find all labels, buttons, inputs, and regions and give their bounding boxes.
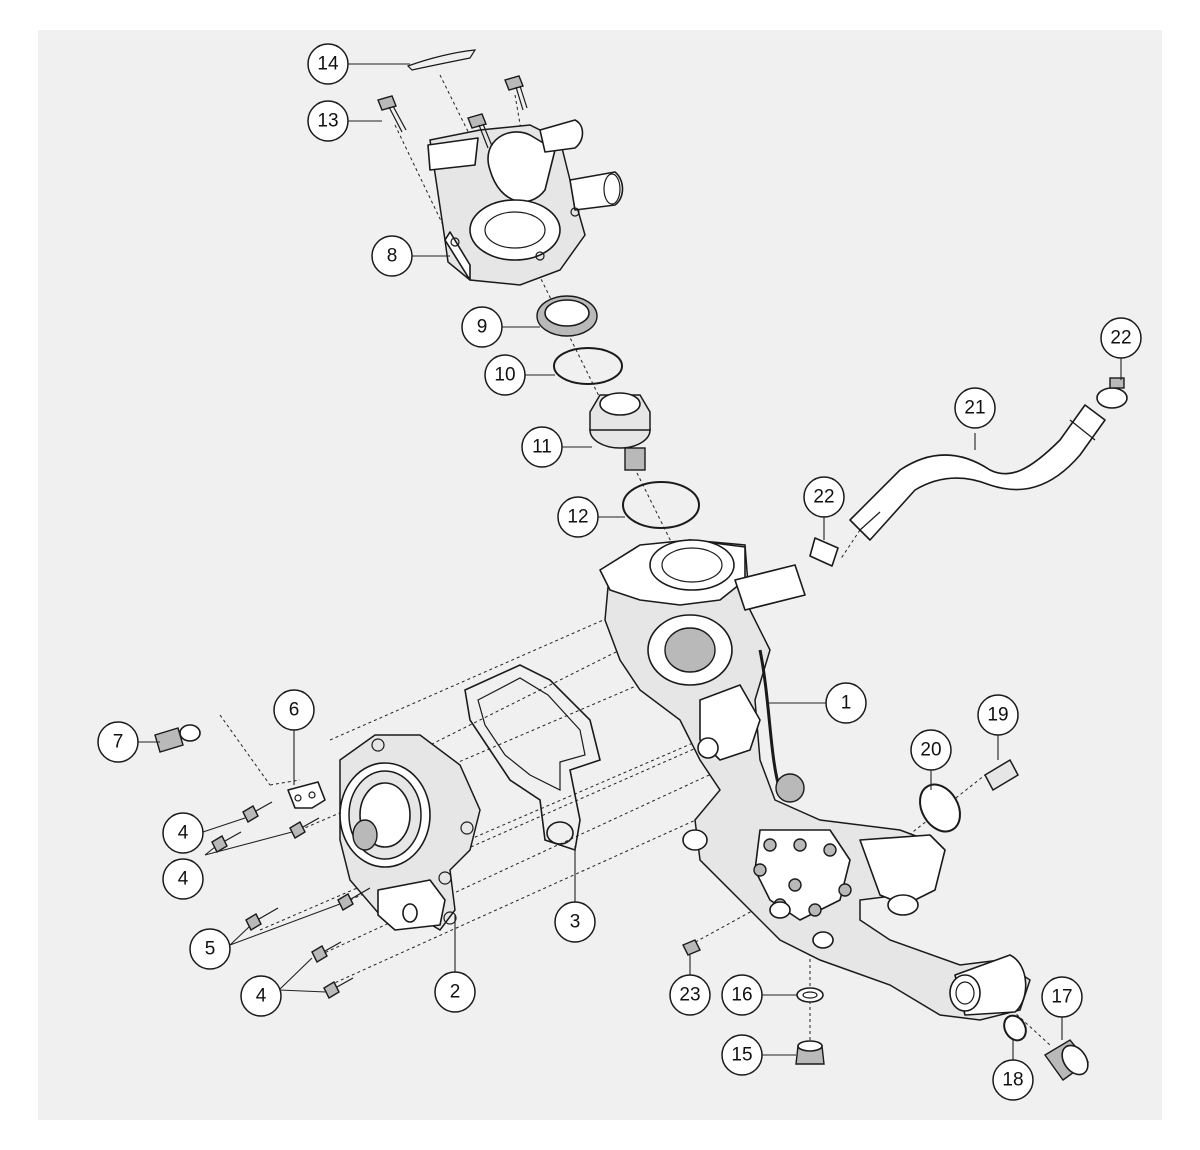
callout-22-middle: 22 xyxy=(803,476,845,518)
water-pump xyxy=(339,734,481,931)
mounting-bracket xyxy=(287,781,326,809)
svg-text:22: 22 xyxy=(813,487,834,508)
thermostat-housing xyxy=(427,119,624,286)
svg-text:10: 10 xyxy=(494,365,515,386)
connector-clip xyxy=(154,724,201,753)
callout-4-upper: 4 xyxy=(162,812,204,854)
plugs-and-seals xyxy=(682,758,1090,1081)
o-ring-upper xyxy=(553,347,623,385)
callout-19: 19 xyxy=(977,694,1019,736)
callout-10: 10 xyxy=(484,354,526,396)
svg-text:4: 4 xyxy=(256,986,267,1007)
callout-5: 5 xyxy=(189,928,231,970)
screws xyxy=(211,801,371,999)
callout-4-lower: 4 xyxy=(240,975,282,1017)
o-ring-lower xyxy=(622,481,700,529)
callout-23: 23 xyxy=(669,974,711,1016)
hose-clamps xyxy=(809,377,1128,567)
svg-text:11: 11 xyxy=(532,437,552,458)
callout-14: 14 xyxy=(307,43,349,85)
svg-text:13: 13 xyxy=(317,111,338,132)
svg-text:16: 16 xyxy=(731,985,752,1006)
callout-18: 18 xyxy=(992,1059,1034,1101)
svg-text:3: 3 xyxy=(570,912,581,933)
callout-3: 3 xyxy=(554,901,596,943)
svg-text:12: 12 xyxy=(567,507,588,528)
svg-text:4: 4 xyxy=(178,823,189,844)
svg-text:6: 6 xyxy=(289,700,300,721)
pump-housing xyxy=(599,539,1031,1021)
svg-text:7: 7 xyxy=(113,732,124,753)
callout-8: 8 xyxy=(371,235,413,277)
callout-20: 20 xyxy=(910,729,952,771)
callout-1: 1 xyxy=(825,682,867,724)
callout-13: 13 xyxy=(307,100,349,142)
svg-text:20: 20 xyxy=(920,740,941,761)
callout-11: 11 xyxy=(521,426,563,468)
pump-gasket xyxy=(464,664,601,852)
svg-text:21: 21 xyxy=(964,398,985,419)
callout-17: 17 xyxy=(1041,976,1083,1018)
callout-15: 15 xyxy=(721,1034,763,1076)
svg-text:22: 22 xyxy=(1110,328,1131,349)
callout-22-right: 22 xyxy=(1100,317,1142,359)
svg-text:19: 19 xyxy=(987,705,1008,726)
housing-seal xyxy=(536,295,598,337)
thermostat xyxy=(589,392,651,471)
callout-7: 7 xyxy=(97,721,139,763)
svg-text:15: 15 xyxy=(731,1045,752,1066)
svg-text:8: 8 xyxy=(387,246,398,267)
svg-text:23: 23 xyxy=(679,985,700,1006)
svg-text:9: 9 xyxy=(477,317,488,338)
leader-lines xyxy=(138,63,1122,1060)
svg-text:18: 18 xyxy=(1002,1070,1023,1091)
svg-text:17: 17 xyxy=(1051,987,1072,1008)
callout-4-middle: 4 xyxy=(162,858,204,900)
callout-9: 9 xyxy=(461,306,503,348)
callout-12: 12 xyxy=(557,496,599,538)
svg-text:2: 2 xyxy=(450,982,461,1003)
callout-16: 16 xyxy=(721,974,763,1016)
callout-21: 21 xyxy=(954,387,996,429)
svg-text:1: 1 xyxy=(841,693,852,714)
svg-text:14: 14 xyxy=(317,54,339,75)
retaining-clip xyxy=(406,49,477,71)
coolant-hose xyxy=(849,404,1106,541)
callout-2: 2 xyxy=(434,971,476,1013)
callout-6: 6 xyxy=(273,689,315,731)
svg-text:5: 5 xyxy=(205,939,216,960)
svg-text:4: 4 xyxy=(178,869,189,890)
housing-bolts xyxy=(377,75,528,149)
